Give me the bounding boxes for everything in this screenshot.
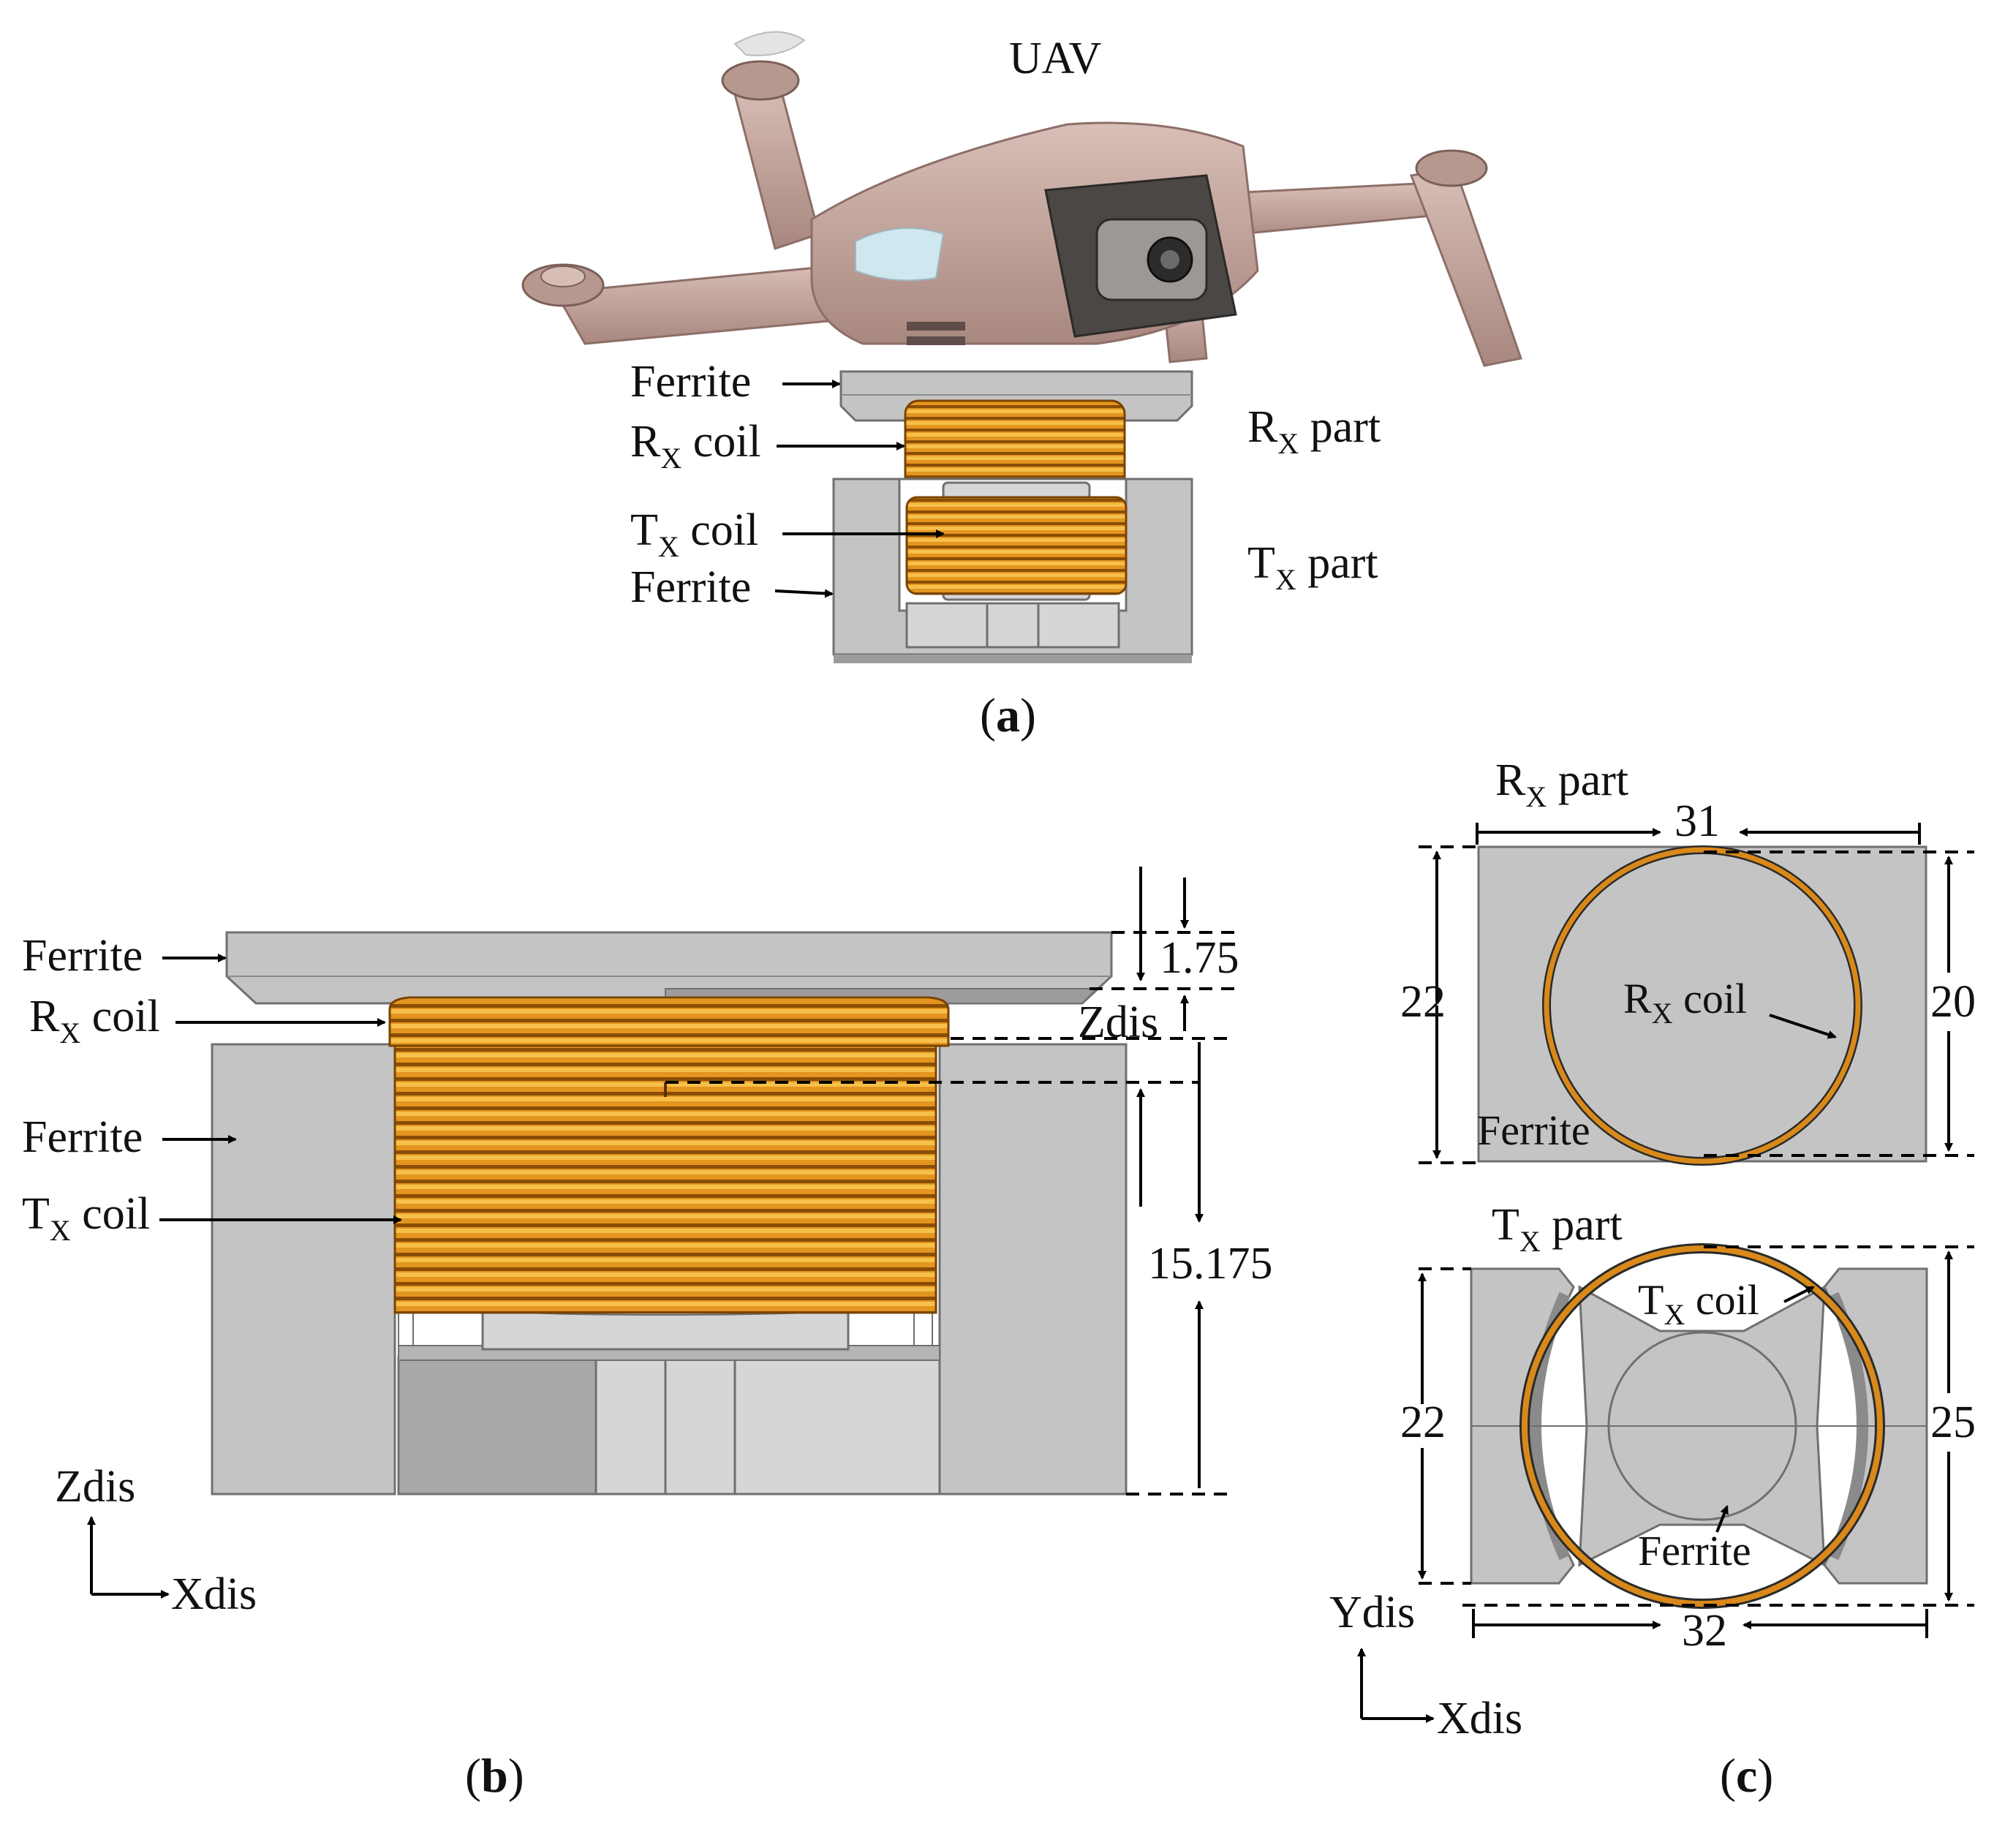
rx-ferrite-plate-b [225,931,1113,1005]
dim-height-b: 15.175 [1148,1239,1273,1289]
label-tx-coil-c: TX coil [1638,1276,1759,1331]
label-rx-part-c: RX part [1495,755,1628,813]
label-ferrite-bottom-a: Ferrite [630,562,751,612]
dim-lines-tx-c [1418,1245,1974,1638]
rx-top-view-c [1477,845,1927,1166]
arrow-ferrite-bottom-a [774,589,834,598]
label-rx-part-a: RX part [1247,402,1381,460]
dim-thickness-b: 1.75 [1160,933,1239,983]
axis-vertical-b: Zdis [55,1462,135,1512]
dim-lines-rx-c [1419,823,1974,1164]
axis-horizontal-b: Xdis [171,1569,257,1619]
label-rx-coil-a: RX coil [630,417,761,475]
caption-a: (a) [980,689,1036,742]
caption-c: (c) [1720,1749,1773,1803]
label-ferrite-top-b: Ferrite [22,931,143,981]
dimension-lines-b [665,867,1236,1496]
dim-tx-left-c: 22 [1400,1398,1446,1447]
panel-c: RX part 31 22 20 RX coil Ferrite [1329,755,1976,1803]
tx-ferrite-base-b [397,1302,941,1496]
tx-coil-a [905,496,1128,595]
tx-coil-b [393,1044,937,1314]
label-rx-coil-b: RX coil [29,992,160,1049]
label-tx-coil-b: TX coil [22,1189,150,1247]
dim-rx-left-c: 22 [1400,977,1446,1027]
panel-a: UAV [521,31,1522,742]
tx-top-view-c [1470,1243,1928,1609]
axes-c [1357,1648,1435,1723]
tx-ferrite-left-b [211,1043,396,1496]
rx-coil-b [388,996,950,1047]
caption-b: (b) [465,1749,524,1803]
dim-tx-right-c: 25 [1930,1398,1976,1447]
label-rx-coil-c: RX coil [1623,975,1747,1030]
tx-ferrite-right-b [938,1043,1128,1496]
axis-vertical-c: Ydis [1329,1588,1415,1637]
dim-rx-width-c: 31 [1674,796,1720,846]
panel-b: Ferrite RX coil Ferrite TX coil 1.75 Zdi… [22,867,1273,1803]
label-tx-part-a: TX part [1247,538,1378,596]
label-ferrite-top-a: Ferrite [630,357,751,407]
label-tx-part-c: TX part [1492,1200,1623,1258]
dim-rx-right-c: 20 [1930,977,1976,1027]
label-ferrite-side-b: Ferrite [22,1112,143,1162]
label-rx-ferrite-c: Ferrite [1477,1106,1590,1154]
drone-illustration [521,31,1522,367]
axis-horizontal-c: Xdis [1437,1694,1522,1743]
axes-b [87,1516,170,1599]
label-tx-ferrite-c: Ferrite [1638,1527,1751,1574]
dim-gap-b: Zdis [1078,997,1158,1047]
uav-label: UAV [1009,34,1102,83]
dim-tx-width-c: 32 [1682,1606,1727,1656]
label-tx-coil-a: TX coil [630,505,758,563]
